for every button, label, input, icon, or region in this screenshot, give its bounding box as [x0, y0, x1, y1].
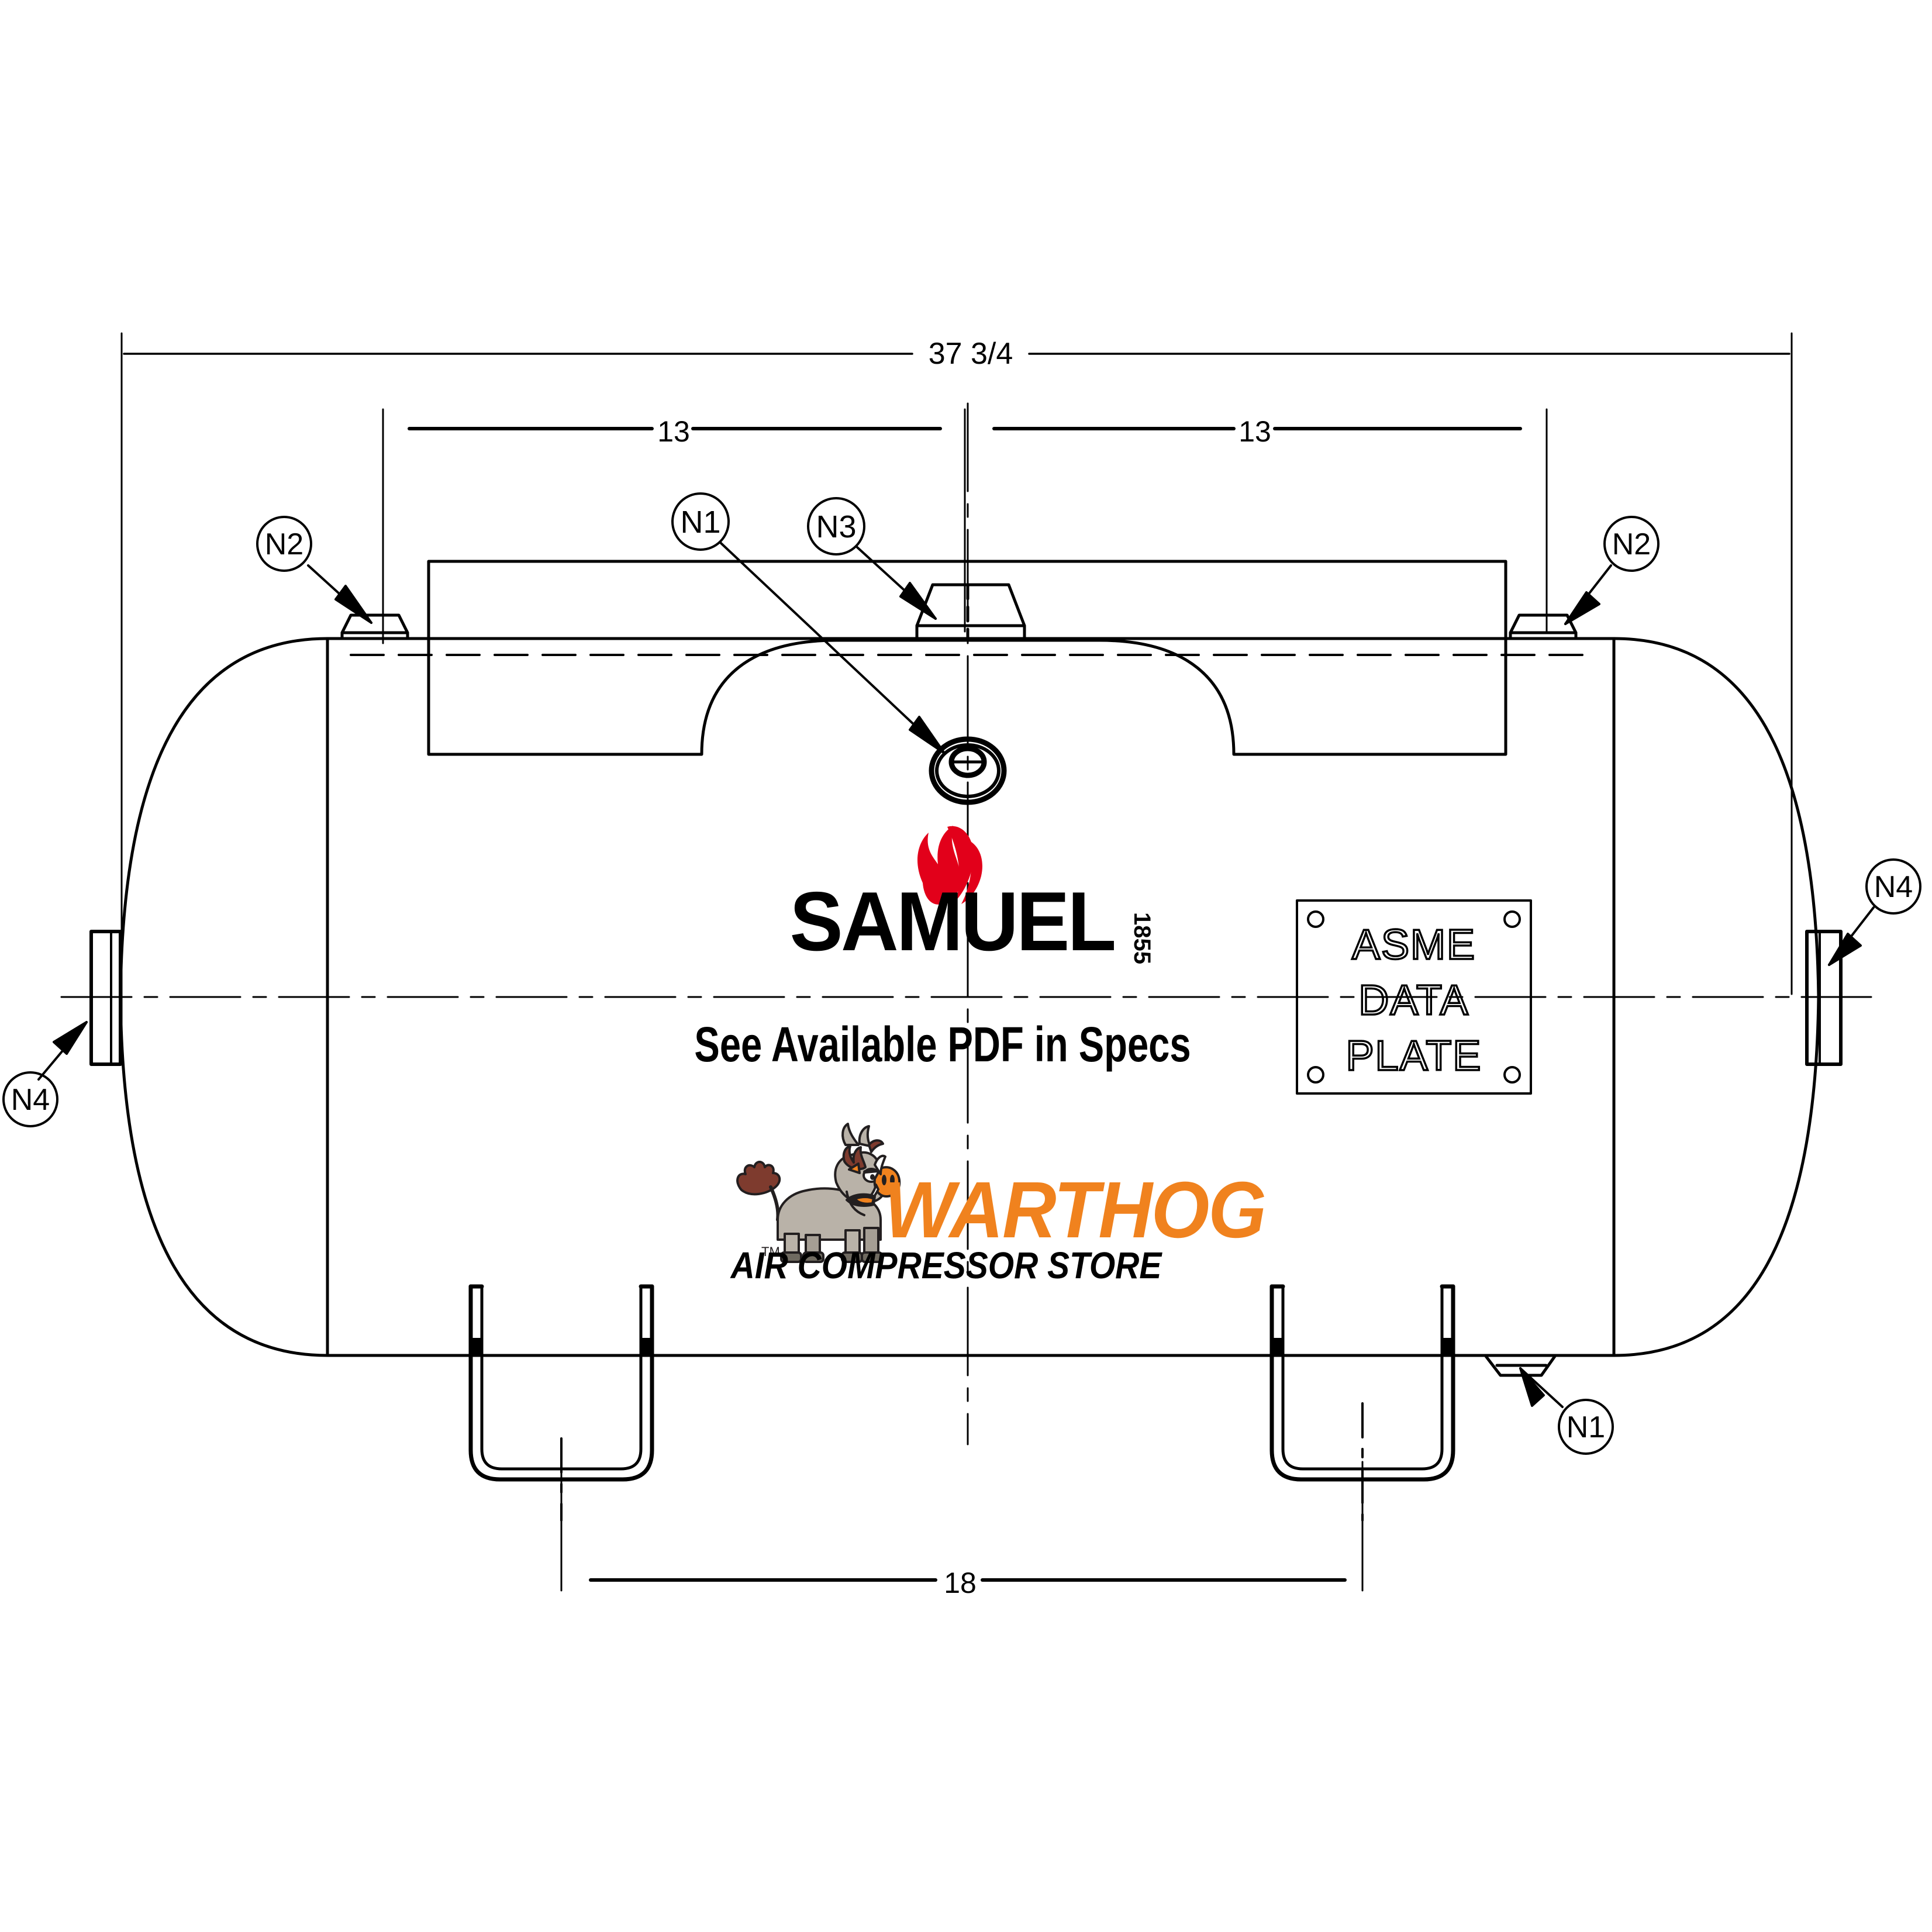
warthog-logo: TM WARTHOG AIR COMPRESSOR STORE — [730, 1123, 1267, 1286]
balloon-label-n1-bottom: N1 — [1567, 1410, 1605, 1444]
samuel-logo: SAMUEL 1855 — [790, 826, 1155, 968]
samuel-wordmark: SAMUEL — [790, 874, 1115, 968]
nozzle-n1-front-boss — [929, 736, 1007, 805]
nozzle-n2-right-coupling — [1509, 613, 1578, 640]
dimension-label-13-left: 13 — [657, 415, 690, 448]
nozzle-n4-right-flange — [1805, 930, 1843, 1066]
nozzle-n2-left-coupling — [340, 613, 409, 640]
balloon-label-n2-left: N2 — [265, 527, 303, 561]
leader-n2-left — [307, 564, 372, 624]
balloon-n1-bottom[interactable] — [1558, 1399, 1614, 1455]
samuel-flame-icon — [917, 826, 982, 905]
leader-n2-right — [1564, 564, 1612, 625]
balloon-label-n4-right: N4 — [1874, 870, 1913, 904]
leader-n4-left — [37, 1021, 88, 1081]
samuel-year: 1855 — [1129, 912, 1155, 964]
warthog-wordmark: WARTHOG — [884, 1165, 1265, 1255]
dimension-label-overall: 37 3/4 — [929, 337, 1013, 371]
balloon-label-n3: N3 — [816, 509, 856, 544]
tank-shroud-outline — [427, 560, 1507, 756]
balloon-n4-left[interactable] — [2, 1071, 58, 1127]
balloon-label-n1-center: N1 — [680, 505, 720, 540]
extension-lines — [120, 332, 1793, 1592]
nozzle-n4-left-flange — [89, 930, 122, 1066]
warthog-trademark: TM — [761, 1244, 780, 1259]
balloon-n3[interactable] — [807, 497, 865, 556]
data-plate-line-2: DATA — [1358, 977, 1469, 1024]
dimension-label-13-right: 13 — [1238, 415, 1271, 448]
leader-n1-center — [719, 541, 946, 754]
balloon-label-n2-right: N2 — [1612, 527, 1651, 561]
saddle-leg-left — [468, 1284, 654, 1522]
balloon-n4-right[interactable] — [1865, 858, 1921, 915]
saddle-leg-right — [1269, 1284, 1455, 1522]
leader-n4-right — [1828, 906, 1875, 966]
specs-note-text: See Available PDF in Specs — [694, 1017, 1191, 1072]
balloon-label-n4-left: N4 — [11, 1083, 50, 1117]
balloon-n2-right[interactable] — [1603, 516, 1660, 572]
dimension-label-18: 18 — [944, 1567, 977, 1599]
data-plate-line-1: ASME — [1352, 922, 1476, 968]
balloon-n2-left[interactable] — [256, 516, 312, 572]
leader-n3 — [856, 546, 937, 620]
asme-data-plate — [1296, 899, 1532, 1095]
nozzle-n1-bottom-drain — [1484, 1354, 1557, 1377]
leader-n1-bottom — [1519, 1367, 1564, 1408]
balloon-n1-center[interactable] — [671, 492, 730, 551]
warthog-tagline: AIR COMPRESSOR STORE — [730, 1244, 1162, 1286]
warthog-mascot-icon — [736, 1123, 901, 1263]
nozzle-n3-coupling — [915, 583, 1026, 640]
data-plate-line-3: PLATE — [1346, 1033, 1482, 1079]
